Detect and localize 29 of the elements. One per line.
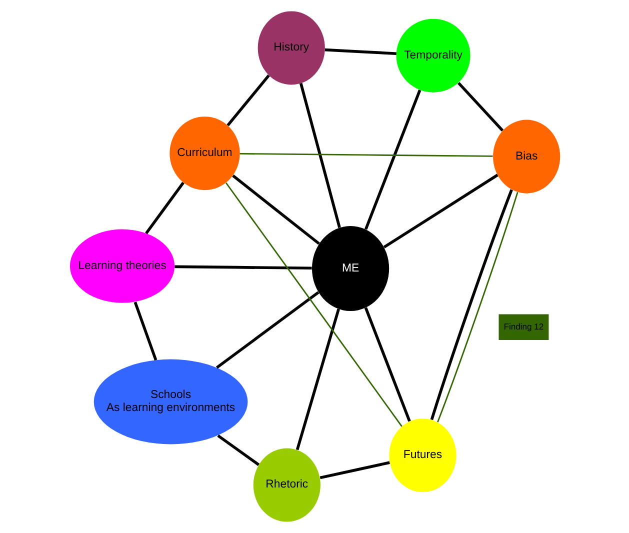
connector — [232, 174, 320, 245]
connector — [174, 265, 312, 270]
node-circle: Temporality — [396, 18, 470, 92]
connector — [295, 308, 340, 450]
connector — [364, 90, 421, 230]
connector — [324, 48, 396, 56]
connector — [144, 182, 184, 234]
connector — [319, 461, 390, 480]
node-circle: Futures — [388, 418, 456, 492]
node-circle: ME — [311, 226, 389, 312]
node-circle: Rhetoric — [252, 448, 320, 522]
connector — [436, 192, 518, 422]
connector — [430, 189, 512, 420]
connector — [382, 174, 498, 248]
node-circle: Curriculum — [169, 116, 240, 190]
node-circle: History — [257, 11, 324, 85]
node-circle: Bias — [492, 120, 560, 194]
connector — [133, 302, 157, 361]
connector — [226, 74, 270, 126]
connector — [239, 153, 492, 157]
connector — [225, 182, 402, 427]
node-box: Finding 12 — [498, 314, 548, 340]
node-ellipse: Learning theories — [69, 229, 174, 303]
node-ellipse: Schools As learning environments — [93, 359, 248, 444]
connector — [215, 291, 319, 369]
connector — [456, 82, 504, 132]
connector — [298, 82, 340, 228]
connector — [364, 307, 410, 422]
connector — [216, 434, 260, 466]
